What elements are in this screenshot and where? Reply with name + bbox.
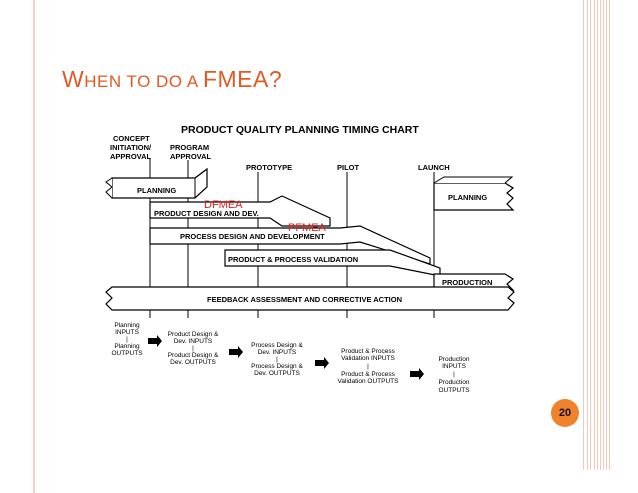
flow-process-1: Process Design & (251, 342, 303, 349)
production-label: PRODUCTION (442, 278, 492, 287)
flow-validation-5: Validation OUTPUTS (338, 378, 400, 385)
flow-validation-1: Product & Process (341, 348, 396, 355)
flow-production-5: OUTPUTS (438, 387, 470, 394)
flow-product-3: | (192, 345, 194, 352)
flow-planning-4: Planning (114, 343, 140, 350)
page-number-badge: 20 (551, 399, 579, 427)
right-decorative-rails (583, 0, 611, 470)
feedback-label: FEEDBACK ASSESSMENT AND CORRECTIVE ACTIO… (207, 295, 402, 304)
flow-validation-2: Validation INPUTS (341, 355, 395, 362)
flow-process-2: Dev. INPUTS (258, 349, 297, 356)
program-label-2: APPROVAL (170, 152, 212, 161)
launch-label: LAUNCH (418, 163, 450, 172)
flow-planning-2: INPUTS (115, 329, 140, 336)
flow-planning-1: Planning (114, 322, 140, 329)
diagram-title: PRODUCT QUALITY PLANNING TIMING CHART (181, 124, 419, 136)
left-border-rule (33, 0, 35, 493)
flow-product-5: Dev. OUTPUTS (170, 359, 216, 366)
pfmea-callout: PFMEA (288, 222, 327, 234)
flow-product-1: Product Design & (168, 331, 219, 338)
validation-label: PRODUCT & PROCESS VALIDATION (228, 255, 358, 264)
flow-process-5: Dev. OUTPUTS (254, 370, 300, 377)
slide-title: WHEN TO DO A FMEA? (62, 66, 283, 92)
flow-production-3: | (453, 371, 455, 378)
process-design-label: PROCESS DESIGN AND DEVELOPMENT (180, 232, 325, 241)
flow-production-1: Production (438, 356, 469, 363)
flow-row: Planning INPUTS | Planning OUTPUTS Produ… (111, 322, 470, 394)
flow-arrow-4 (410, 368, 424, 380)
pilot-label: PILOT (337, 163, 360, 172)
program-label-1: PROGRAM (170, 143, 209, 152)
dfmea-callout: DFMEA (204, 199, 243, 211)
flow-planning-5: OUTPUTS (111, 350, 143, 357)
flow-arrow-1 (148, 335, 162, 347)
concept-label-1: CONCEPT (113, 134, 150, 143)
flow-arrow-2 (229, 346, 243, 358)
flow-process-3: | (276, 356, 278, 363)
planning-phase-label: PLANNING (137, 186, 176, 195)
product-design-bar (149, 195, 331, 227)
flow-arrows (148, 335, 424, 380)
flow-validation-3: | (367, 363, 369, 370)
planning-right-label: PLANNING (448, 193, 487, 202)
prototype-label: PROTOTYPE (246, 163, 292, 172)
feedback-bar (105, 286, 515, 311)
flow-production-4: Production (438, 379, 469, 386)
flow-arrow-3 (315, 357, 329, 369)
flow-planning-3: | (126, 336, 128, 343)
flow-production-2: INPUTS (442, 363, 467, 370)
flow-validation-4: Product & Process (341, 371, 396, 378)
concept-label-2: INITIATION/ (110, 143, 152, 152)
flow-process-4: Process Design & (251, 363, 303, 370)
concept-label-3: APPROVAL (110, 152, 152, 161)
product-design-label: PRODUCT DESIGN AND DEV. (154, 209, 259, 218)
flow-product-4: Product Design & (168, 352, 219, 359)
flow-product-2: Dev. INPUTS (174, 338, 213, 345)
planning-right-bar (433, 182, 515, 211)
